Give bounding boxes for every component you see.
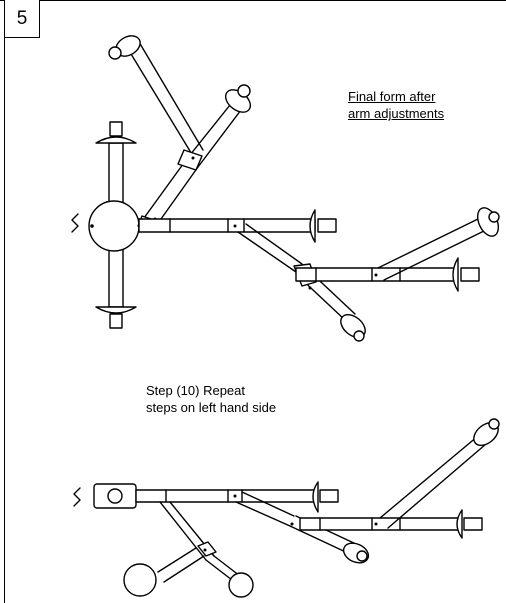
step10-sub-horizontal-arm — [299, 418, 500, 539]
horizontal-arm — [138, 209, 337, 243]
step10-horizontal-arm — [135, 481, 339, 513]
step10-caption: Step (10) Repeat steps on left hand side — [146, 382, 276, 416]
frame-left-border — [4, 0, 5, 603]
sub-horizontal-arm — [295, 207, 500, 292]
step10-hub — [73, 483, 137, 509]
upper-diagonal-arm-2 — [137, 84, 252, 231]
upper-diagonal-arm-1 — [108, 35, 204, 157]
vertical-arm-top — [95, 121, 137, 204]
final-form-caption: Final form after arm adjustments — [348, 88, 444, 122]
center-hub — [71, 200, 140, 252]
frame-top-border — [0, 0, 506, 1]
step10-lower-arms — [123, 501, 254, 598]
step10-diagonal-arm — [235, 491, 370, 564]
final-form-figure — [71, 35, 500, 342]
final-form-caption-line2: arm adjustments — [348, 106, 445, 121]
step10-caption-line2: steps on left hand side — [146, 400, 277, 415]
step10-figure — [73, 418, 500, 598]
final-form-caption-line1: Final form after — [348, 89, 436, 104]
vertical-arm-bottom — [95, 248, 137, 329]
step-number: 5 — [16, 7, 28, 29]
step10-caption-line1: Step (10) Repeat — [146, 383, 246, 398]
lower-diagonal-arm — [237, 223, 366, 342]
step-number-box: 5 — [4, 0, 40, 38]
